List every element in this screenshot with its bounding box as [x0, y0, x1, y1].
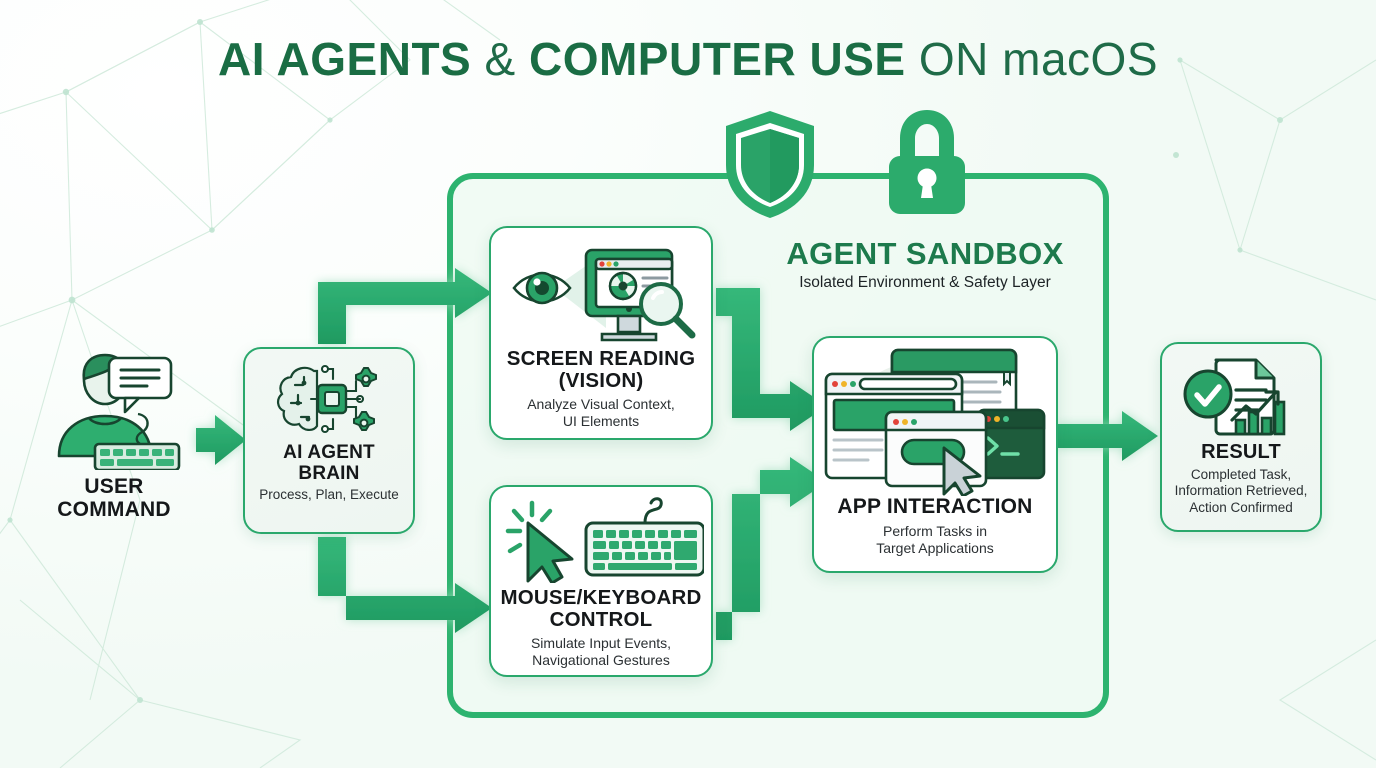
- user-with-speech-bubble-and-keyboard-icon: [57, 353, 181, 470]
- node-control-subtitle-line1: Simulate Input Events,: [530, 635, 672, 652]
- node-vision-title-line1: SCREEN READING: [506, 347, 696, 370]
- brain-circuit-gears-icon: [277, 364, 377, 434]
- node-brain-title-line1: AI AGENT: [283, 442, 375, 463]
- node-brain-title: AI AGENT BRAIN: [283, 442, 375, 484]
- node-brain-title-line2: BRAIN: [298, 462, 360, 484]
- node-vision-subtitle: Analyze Visual Context, UI Elements: [527, 396, 675, 430]
- node-screen-reading[interactable]: SCREEN READING (VISION) Analyze Visual C…: [489, 226, 713, 440]
- node-user-title-line1: USER: [84, 475, 144, 498]
- node-app-subtitle-line2: Target Applications: [876, 539, 994, 556]
- node-mouse-keyboard-control[interactable]: MOUSE/KEYBOARD CONTROL Simulate Input Ev…: [489, 485, 713, 677]
- page-title: AI AGENTS & COMPUTER USE ON macOS: [0, 32, 1376, 86]
- node-app-subtitle: Perform Tasks in Target Applications: [876, 523, 994, 557]
- node-control-subtitle-line2: Navigational Gestures: [532, 652, 670, 669]
- node-control-title-line1: MOUSE/KEYBOARD: [500, 586, 702, 609]
- arrow-user-to-brain: [196, 415, 246, 465]
- sandbox-subtitle: Isolated Environment & Safety Layer: [799, 274, 1051, 291]
- sandbox-title: AGENT SANDBOX: [786, 236, 1064, 271]
- node-vision-title-line2: (VISION): [558, 369, 644, 393]
- node-control-subtitle: Simulate Input Events, Navigational Gest…: [531, 635, 671, 669]
- node-control-title-line2: CONTROL: [549, 608, 653, 632]
- node-result-subtitle-line3: Action Confirmed: [1189, 499, 1293, 515]
- node-result-subtitle-line1: Completed Task,: [1190, 466, 1292, 482]
- node-vision-subtitle-line2: UI Elements: [562, 413, 640, 430]
- node-app-interaction[interactable]: APP INTERACTION Perform Tasks in Target …: [812, 336, 1058, 573]
- node-control-title: MOUSE/KEYBOARD CONTROL: [500, 586, 702, 632]
- sandbox-title-block: AGENT SANDBOX Isolated Environment & Saf…: [760, 236, 1090, 292]
- node-ai-agent-brain[interactable]: AI AGENT BRAIN Process, Plan, Execute: [243, 347, 415, 534]
- title-ampersand: &: [471, 33, 529, 85]
- node-result[interactable]: RESULT Completed Task, Information Retri…: [1160, 342, 1322, 532]
- document-check-chart-icon: [1183, 358, 1286, 436]
- node-vision-title: SCREEN READING (VISION): [506, 347, 696, 393]
- node-brain-subtitle: Process, Plan, Execute: [259, 487, 399, 503]
- node-app-title: APP INTERACTION: [837, 495, 1033, 518]
- title-bold-2: COMPUTER USE: [528, 33, 906, 85]
- shield-icon: [726, 111, 814, 218]
- node-user-title: USER COMMAND: [57, 475, 171, 521]
- node-result-title: RESULT: [1201, 441, 1281, 463]
- eye-monitor-magnifier-icon: [512, 248, 696, 342]
- node-user-command[interactable]: USER COMMAND: [34, 352, 194, 552]
- node-vision-subtitle-line1: Analyze Visual Context,: [527, 396, 675, 413]
- title-light: ON macOS: [905, 33, 1159, 85]
- node-user-title-line2: COMMAND: [57, 497, 171, 521]
- cursor-click-keyboard-icon: [505, 497, 704, 583]
- node-app-subtitle-line1: Perform Tasks in: [883, 522, 987, 539]
- node-result-subtitle: Completed Task, Information Retrieved, A…: [1175, 467, 1308, 516]
- app-windows-terminal-cursor-icon: [824, 348, 1046, 496]
- node-result-subtitle-line2: Information Retrieved,: [1174, 483, 1308, 499]
- padlock-icon: [889, 110, 965, 214]
- title-bold-1: AI AGENTS: [217, 33, 472, 85]
